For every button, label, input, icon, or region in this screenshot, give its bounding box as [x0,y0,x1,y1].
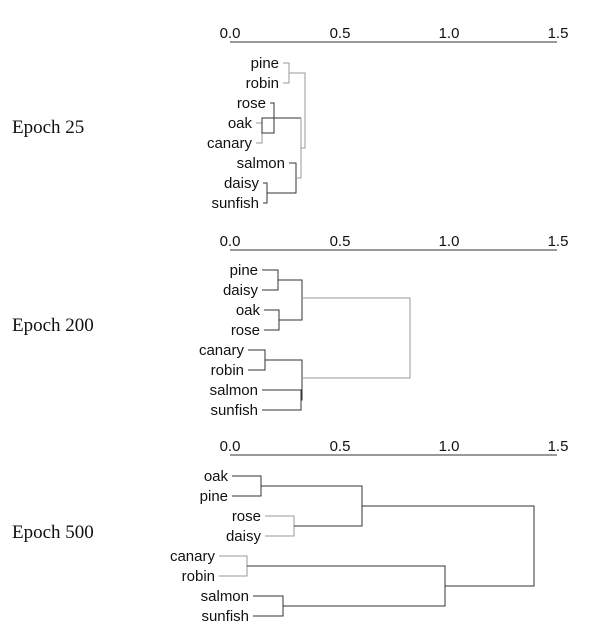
tick-label: 1.5 [548,25,569,42]
leaf-label: canary [207,135,253,152]
dendrogram-branch [265,359,303,401]
panel-epoch-500: 0.0 0.5 1.0 1.5 Epoch 500 oak pine rose … [12,438,568,625]
dendrogram-branch [261,102,301,134]
leaf-label: robin [182,568,215,585]
dendrogram-branch [261,485,363,527]
leaf-label: rose [232,508,261,525]
leaf-label: robin [246,75,279,92]
tick-label: 1.5 [548,233,569,250]
panel-epoch-200: 0.0 0.5 1.0 1.5 Epoch 200 pine daisy oak… [12,233,568,419]
leaf-label: oak [228,115,253,132]
tick-label: 0.5 [330,25,351,42]
dendrogram-branch [253,595,284,617]
dendrogram-branch [219,555,248,577]
dendrogram-branch [289,72,306,149]
leaf-label: salmon [201,588,249,605]
panel-label: Epoch 500 [12,522,94,543]
dendrogram-branch [278,279,303,321]
panel-label: Epoch 25 [12,117,84,138]
panel-epoch-25: 0.0 0.5 1.0 1.5 Epoch 25 pine robin rose… [12,25,568,212]
dendrogram-branch [232,475,262,497]
tick-label: 0.0 [220,438,241,455]
dendrogram-branch [302,297,411,379]
leaf-label: sunfish [201,608,249,625]
dendrogram-branch [247,565,446,607]
leaf-label: daisy [226,528,262,545]
dendrogram-branch [263,182,268,204]
dendrogram-branch [262,389,302,411]
leaf-label: daisy [223,282,259,299]
leaf-label: pine [200,488,228,505]
leaf-label: pine [251,55,279,72]
tick-label: 1.0 [439,25,460,42]
leaf-label: salmon [210,382,258,399]
leaf-label: oak [204,468,229,485]
dendrogram-branch [262,269,279,291]
leaf-label: sunfish [210,402,258,419]
panel-label: Epoch 200 [12,315,94,336]
dendrogram-branch [296,118,302,179]
tick-label: 0.0 [220,233,241,250]
leaf-label: pine [230,262,258,279]
dendrogram-branch [248,349,266,371]
tick-label: 1.5 [548,438,569,455]
leaf-label: sunfish [211,195,259,212]
tick-label: 1.0 [439,438,460,455]
dendrogram-branch [362,505,535,587]
tick-label: 1.0 [439,233,460,250]
dendrogram-branch [256,122,263,144]
leaf-label: canary [170,548,216,565]
tick-label: 0.5 [330,233,351,250]
leaf-label: oak [236,302,261,319]
tick-label: 0.5 [330,438,351,455]
dendrogram-branch [283,62,290,84]
dendrogram-branch [265,515,295,537]
dendrogram-branch [264,309,280,331]
leaf-label: robin [211,362,244,379]
leaf-label: daisy [224,175,260,192]
leaf-label: rose [231,322,260,339]
leaf-label: salmon [237,155,285,172]
tick-label: 0.0 [220,25,241,42]
leaf-label: rose [237,95,266,112]
leaf-label: canary [199,342,245,359]
